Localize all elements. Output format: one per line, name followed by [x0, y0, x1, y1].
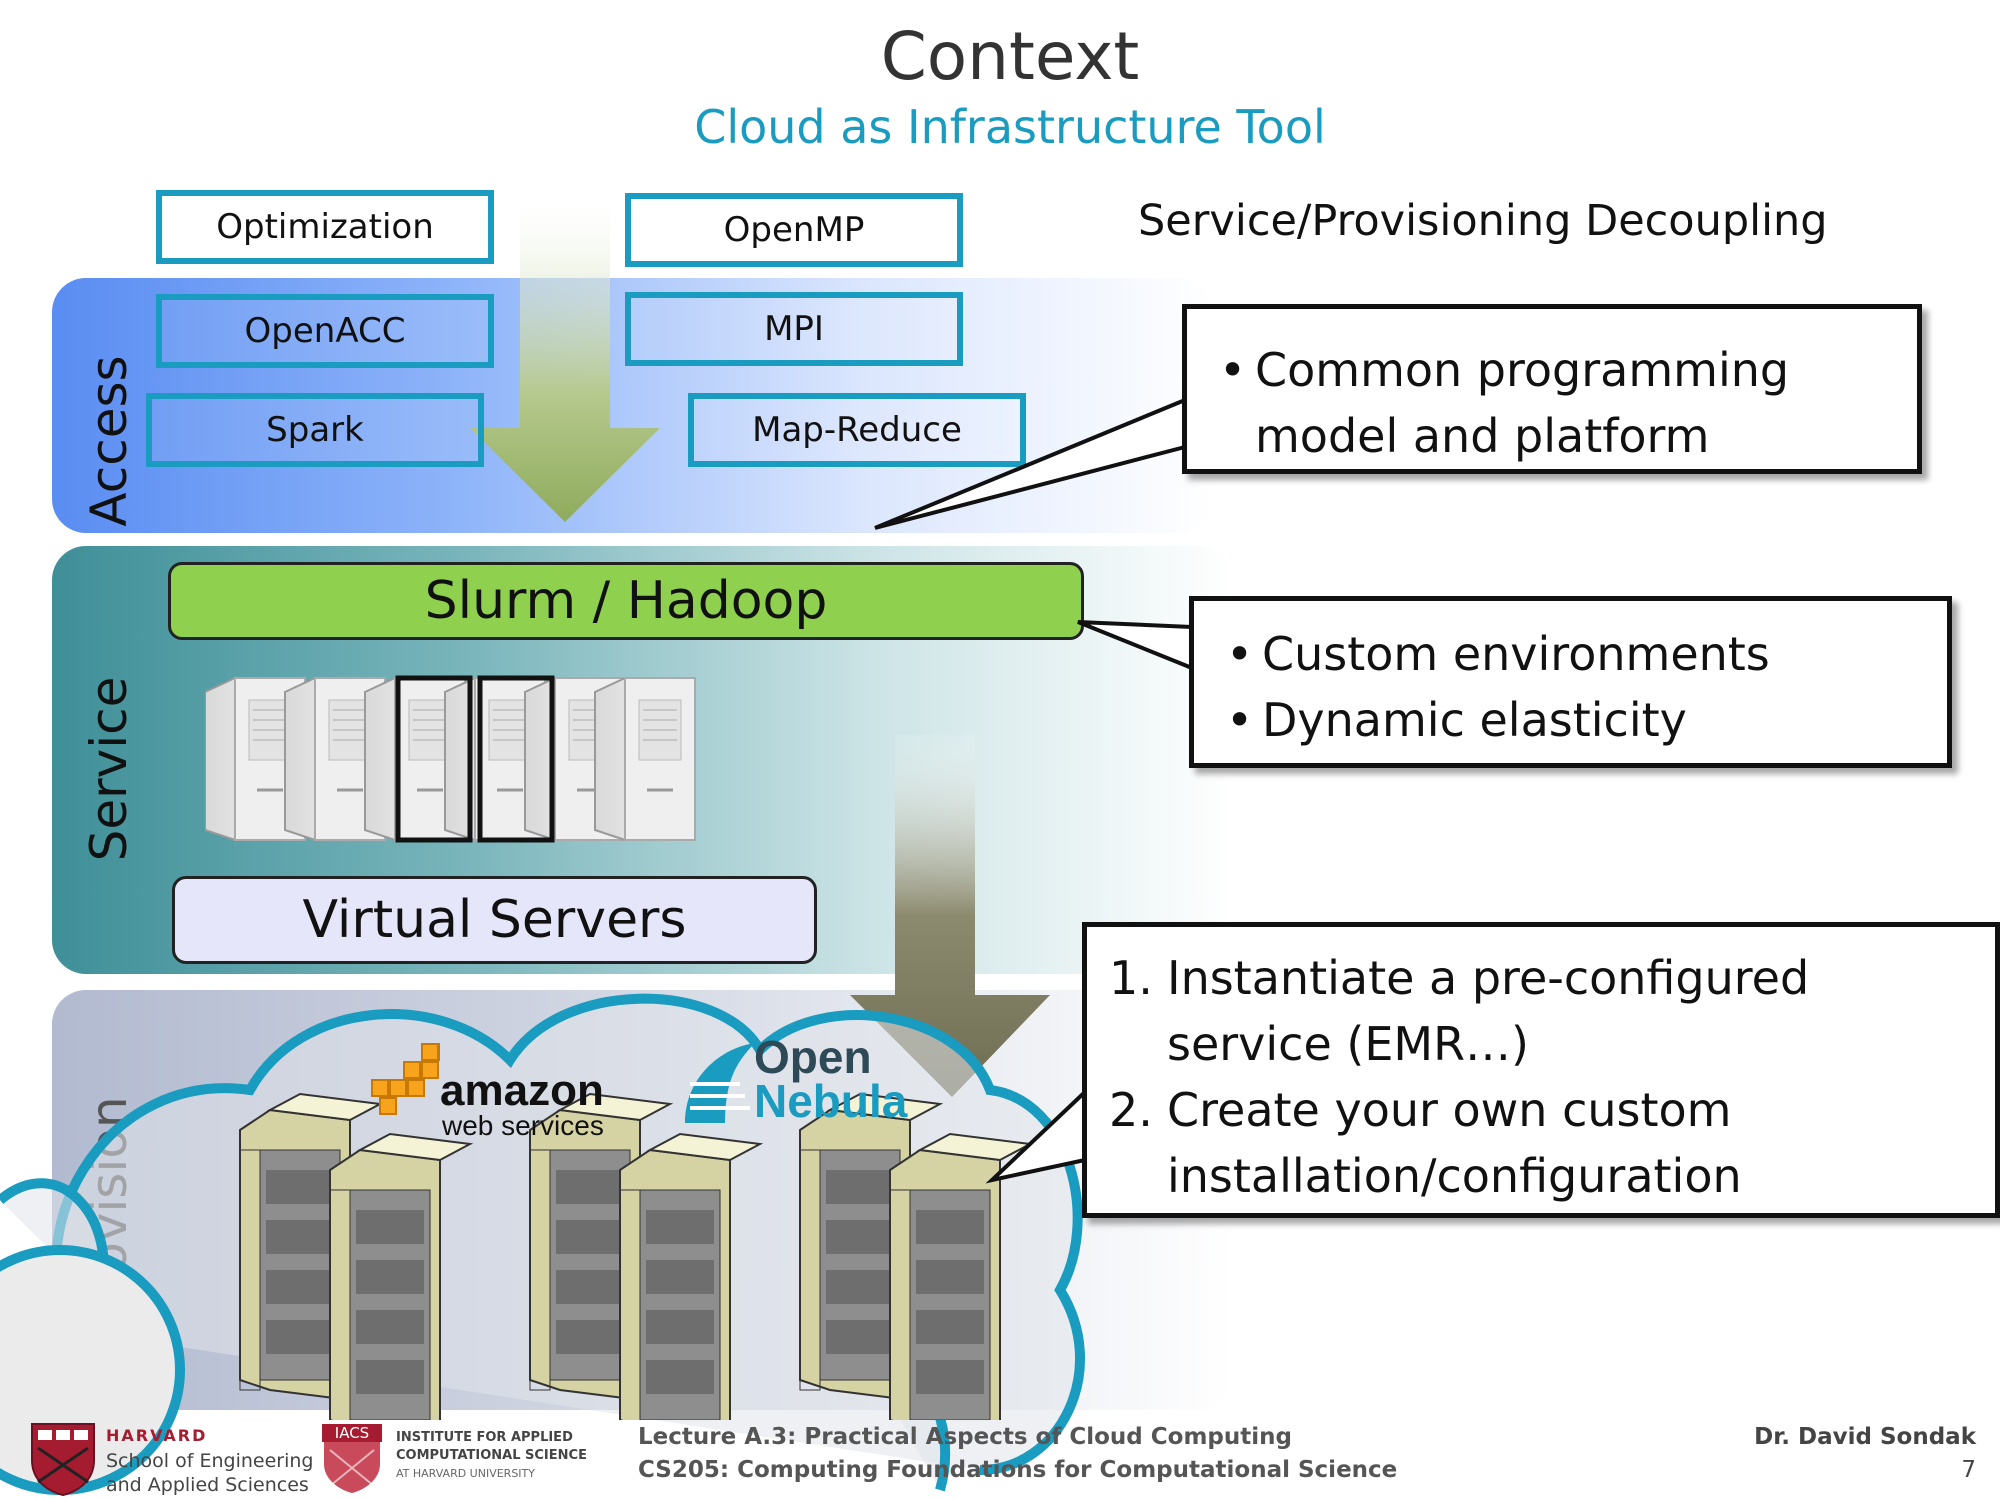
slurm-hadoop-bar: Slurm / Hadoop	[168, 562, 1084, 640]
service-callout-item: Custom environments	[1214, 621, 1927, 687]
nebula-name-word: Nebula	[754, 1075, 908, 1127]
provision-callout-item: Instantiate a pre-configured service (EM…	[1101, 945, 1981, 1077]
footer-iacs-line2: COMPUTATIONAL SCIENCE	[396, 1448, 587, 1463]
footer-iacs-line1: INSTITUTE FOR APPLIED	[396, 1430, 573, 1445]
tool-openacc: OpenACC	[156, 294, 494, 368]
page-number: 7	[1961, 1457, 1976, 1483]
footer-iacs-line3: AT HARVARD UNIVERSITY	[396, 1467, 535, 1480]
provision-callout: Instantiate a pre-configured service (EM…	[1082, 922, 2000, 1218]
slide-title: Context	[880, 18, 1140, 95]
harvard-shield-icon	[31, 1423, 95, 1496]
service-down-arrow	[850, 735, 1050, 1097]
decoupling-label: Service/Provisioning Decoupling	[1138, 196, 1828, 246]
access-callout-item: Common programming model and platform	[1207, 337, 1897, 469]
iacs-badge: IACS	[322, 1424, 382, 1442]
footer-harvard: HARVARD	[106, 1426, 208, 1445]
provision-callout-item: Create your own custom installation/conf…	[1101, 1077, 1981, 1209]
server-towers-icon	[205, 675, 697, 843]
tool-optimization: Optimization	[156, 190, 494, 264]
tool-map-reduce: Map-Reduce	[688, 393, 1026, 467]
access-callout: Common programming model and platform	[1182, 304, 1922, 474]
amazon-subtitle: web services	[442, 1110, 604, 1141]
footer-course: CS205: Computing Foundations for Computa…	[638, 1457, 1398, 1483]
footer-seas-line1: School of Engineering	[106, 1450, 314, 1472]
footer-seas-line2: and Applied Sciences	[106, 1474, 309, 1496]
footer-author: Dr. David Sondak	[1754, 1424, 1976, 1450]
aws-cubes-icon	[371, 1043, 440, 1115]
tool-openmp: OpenMP	[625, 193, 963, 267]
virtual-servers-bar: Virtual Servers	[172, 876, 817, 964]
nebula-swirl-icon	[685, 1043, 755, 1123]
slide-subtitle: Cloud as Infrastructure Tool	[694, 100, 1326, 154]
footer-lecture: Lecture A.3: Practical Aspects of Cloud …	[638, 1424, 1292, 1450]
tool-mpi: MPI	[625, 292, 963, 366]
nebula-open-word: Open	[754, 1031, 872, 1083]
tool-spark: Spark	[146, 393, 484, 467]
access-down-arrow	[470, 200, 660, 522]
amazon-word: amazon	[440, 1066, 604, 1115]
iacs-shield-icon	[324, 1442, 380, 1493]
service-callout-item: Dynamic elasticity	[1214, 687, 1927, 753]
service-callout: Custom environments Dynamic elasticity	[1189, 596, 1952, 768]
iacs-logo: IACS	[322, 1424, 382, 1494]
